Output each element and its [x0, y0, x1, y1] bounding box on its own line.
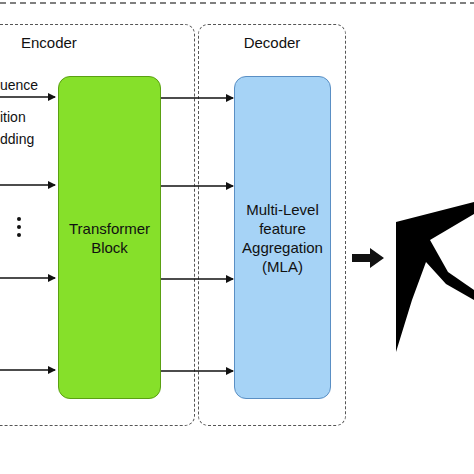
input-arrow [0, 369, 55, 371]
input-label: uence [0, 74, 60, 96]
ellipsis-dot [17, 225, 21, 229]
feature-arrow [161, 278, 233, 280]
input-label: ition dding [0, 106, 46, 150]
segmentation-output [396, 202, 474, 352]
transformer-block: Transformer Block [58, 76, 161, 399]
group-title: Encoder [21, 34, 77, 51]
box-label: Multi-Level feature Aggregation (MLA) [235, 200, 330, 276]
outer-frame [0, 2, 474, 4]
input-arrow [0, 96, 55, 98]
input-arrow [0, 277, 55, 279]
group-title: Decoder [199, 34, 345, 51]
feature-arrow [161, 185, 233, 187]
ellipsis-dot [17, 233, 21, 237]
mla-block: Multi-Level feature Aggregation (MLA) [234, 76, 331, 399]
decoder-group: DecoderMulti-Level feature Aggregation (… [198, 24, 346, 426]
feature-arrow [161, 97, 233, 99]
input-arrow [0, 184, 55, 186]
output-arrow [352, 248, 384, 268]
feature-arrow [161, 370, 233, 372]
segmentation-output [430, 214, 474, 290]
ellipsis-dot [17, 217, 21, 221]
box-label: Transformer Block [59, 219, 160, 257]
